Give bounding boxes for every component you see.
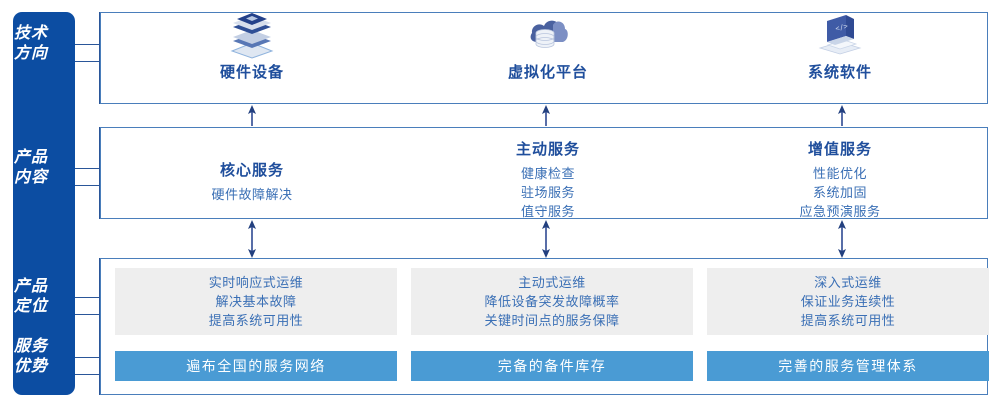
product-content-title: 主动服务 xyxy=(515,141,580,158)
positioning-line: 关键时间点的服务保障 xyxy=(484,313,620,328)
connector-line xyxy=(75,297,100,298)
arrow-double-vertical-icon xyxy=(539,220,553,263)
sidebar-item-label-line2: 方向 xyxy=(13,45,48,62)
connector-line xyxy=(75,357,100,358)
positioning-line: 保证业务连续性 xyxy=(800,294,896,309)
connector-line xyxy=(99,127,100,219)
positioning-line: 主动式运维 xyxy=(518,275,586,290)
product-content-title: 核心服务 xyxy=(219,162,284,179)
positioning-card[interactable]: 实时响应式运维 解决基本故障 提高系统可用性 xyxy=(115,268,397,335)
product-content-items: 健康检查 驻场服务 值守服务 xyxy=(400,164,696,221)
positioning-card[interactable]: 深入式运维 保证业务连续性 提高系统可用性 xyxy=(707,268,989,335)
product-content-item: 值守服务 xyxy=(520,204,575,219)
svg-text:</>: </> xyxy=(835,22,849,33)
product-content-items: 硬件故障解决 xyxy=(104,185,400,204)
tech-direction-label: 系统软件 xyxy=(807,64,872,81)
sidebar-item-label-line1: 技术 xyxy=(13,25,48,42)
positioning-line: 实时响应式运维 xyxy=(208,275,304,290)
connector-line xyxy=(75,374,100,375)
connector-line xyxy=(75,61,100,62)
product-content-item: 硬件故障解决 xyxy=(211,187,293,202)
product-content-item: 健康检查 xyxy=(520,166,575,181)
sidebar-item-label-line2: 优势 xyxy=(13,358,48,375)
sidebar-item-label-line2: 定位 xyxy=(13,298,48,315)
cloud-database-icon xyxy=(400,8,696,60)
service-advantage-label: 完备的备件库存 xyxy=(497,358,607,374)
product-content-item: 系统加固 xyxy=(812,185,867,200)
product-content-item: 性能优化 xyxy=(812,166,867,181)
positioning-line: 提高系统可用性 xyxy=(208,313,304,328)
product-content-panel xyxy=(100,127,988,219)
connector-line xyxy=(99,12,100,104)
arrow-双-vertical-icon xyxy=(245,220,259,263)
product-content-column-value-added[interactable]: 增值服务 性能优化 系统加固 应急预演服务 xyxy=(692,131,988,221)
product-content-item: 应急预演服务 xyxy=(799,204,881,219)
connector-line xyxy=(75,314,100,315)
positioning-line: 降低设备突发故障概率 xyxy=(484,294,620,309)
positioning-line: 深入式运维 xyxy=(814,275,882,290)
positioning-line: 解决基本故障 xyxy=(215,294,297,309)
sidebar-item-product-content[interactable]: 产品 内容 xyxy=(0,148,62,188)
arrow-double-vertical-icon xyxy=(835,220,849,263)
connector-line xyxy=(75,44,100,45)
connector-line xyxy=(99,258,100,395)
product-content-item: 驻场服务 xyxy=(520,185,575,200)
connector-line xyxy=(75,185,100,186)
tech-direction-column-hardware[interactable]: 硬件设备 xyxy=(104,8,400,86)
positioning-line: 提高系统可用性 xyxy=(800,313,896,328)
tech-direction-column-system-software[interactable]: </> 系统软件 xyxy=(692,8,988,86)
tech-direction-label: 硬件设备 xyxy=(219,64,284,81)
sidebar-item-product-positioning[interactable]: 产品 定位 xyxy=(0,277,62,317)
arrow-up-icon xyxy=(245,105,259,131)
sidebar-item-label-line1: 产品 xyxy=(13,278,48,295)
service-advantage-label: 遍布全国的服务网络 xyxy=(186,358,326,374)
sidebar-item-label-line1: 服务 xyxy=(13,338,48,355)
service-advantage-bar[interactable]: 完备的备件库存 xyxy=(411,351,693,381)
service-advantage-label: 完善的服务管理体系 xyxy=(778,358,918,374)
tech-direction-column-virtualization[interactable]: 虚拟化平台 xyxy=(400,8,696,86)
server-stack-icon xyxy=(104,8,400,60)
product-content-title: 增值服务 xyxy=(807,141,872,158)
connector-line xyxy=(75,168,100,169)
sidebar-item-label-line1: 产品 xyxy=(13,149,48,166)
sidebar-item-tech-direction[interactable]: 技术 方向 xyxy=(0,24,62,64)
arrow-up-icon xyxy=(539,105,553,131)
sidebar-item-service-advantage[interactable]: 服务 优势 xyxy=(0,337,62,377)
laptop-code-icon: </> xyxy=(692,8,988,60)
product-content-items: 性能优化 系统加固 应急预演服务 xyxy=(692,164,988,221)
product-content-column-proactive[interactable]: 主动服务 健康检查 驻场服务 值守服务 xyxy=(400,131,696,221)
sidebar-item-label-line2: 内容 xyxy=(13,169,48,186)
category-sidebar xyxy=(13,12,75,395)
positioning-card[interactable]: 主动式运维 降低设备突发故障概率 关键时间点的服务保障 xyxy=(411,268,693,335)
tech-direction-label: 虚拟化平台 xyxy=(507,64,588,81)
service-advantage-bar[interactable]: 完善的服务管理体系 xyxy=(707,351,989,381)
arrow-up-icon xyxy=(835,105,849,131)
product-content-column-core[interactable]: 核心服务 硬件故障解决 xyxy=(104,131,400,204)
service-advantage-bar[interactable]: 遍布全国的服务网络 xyxy=(115,351,397,381)
